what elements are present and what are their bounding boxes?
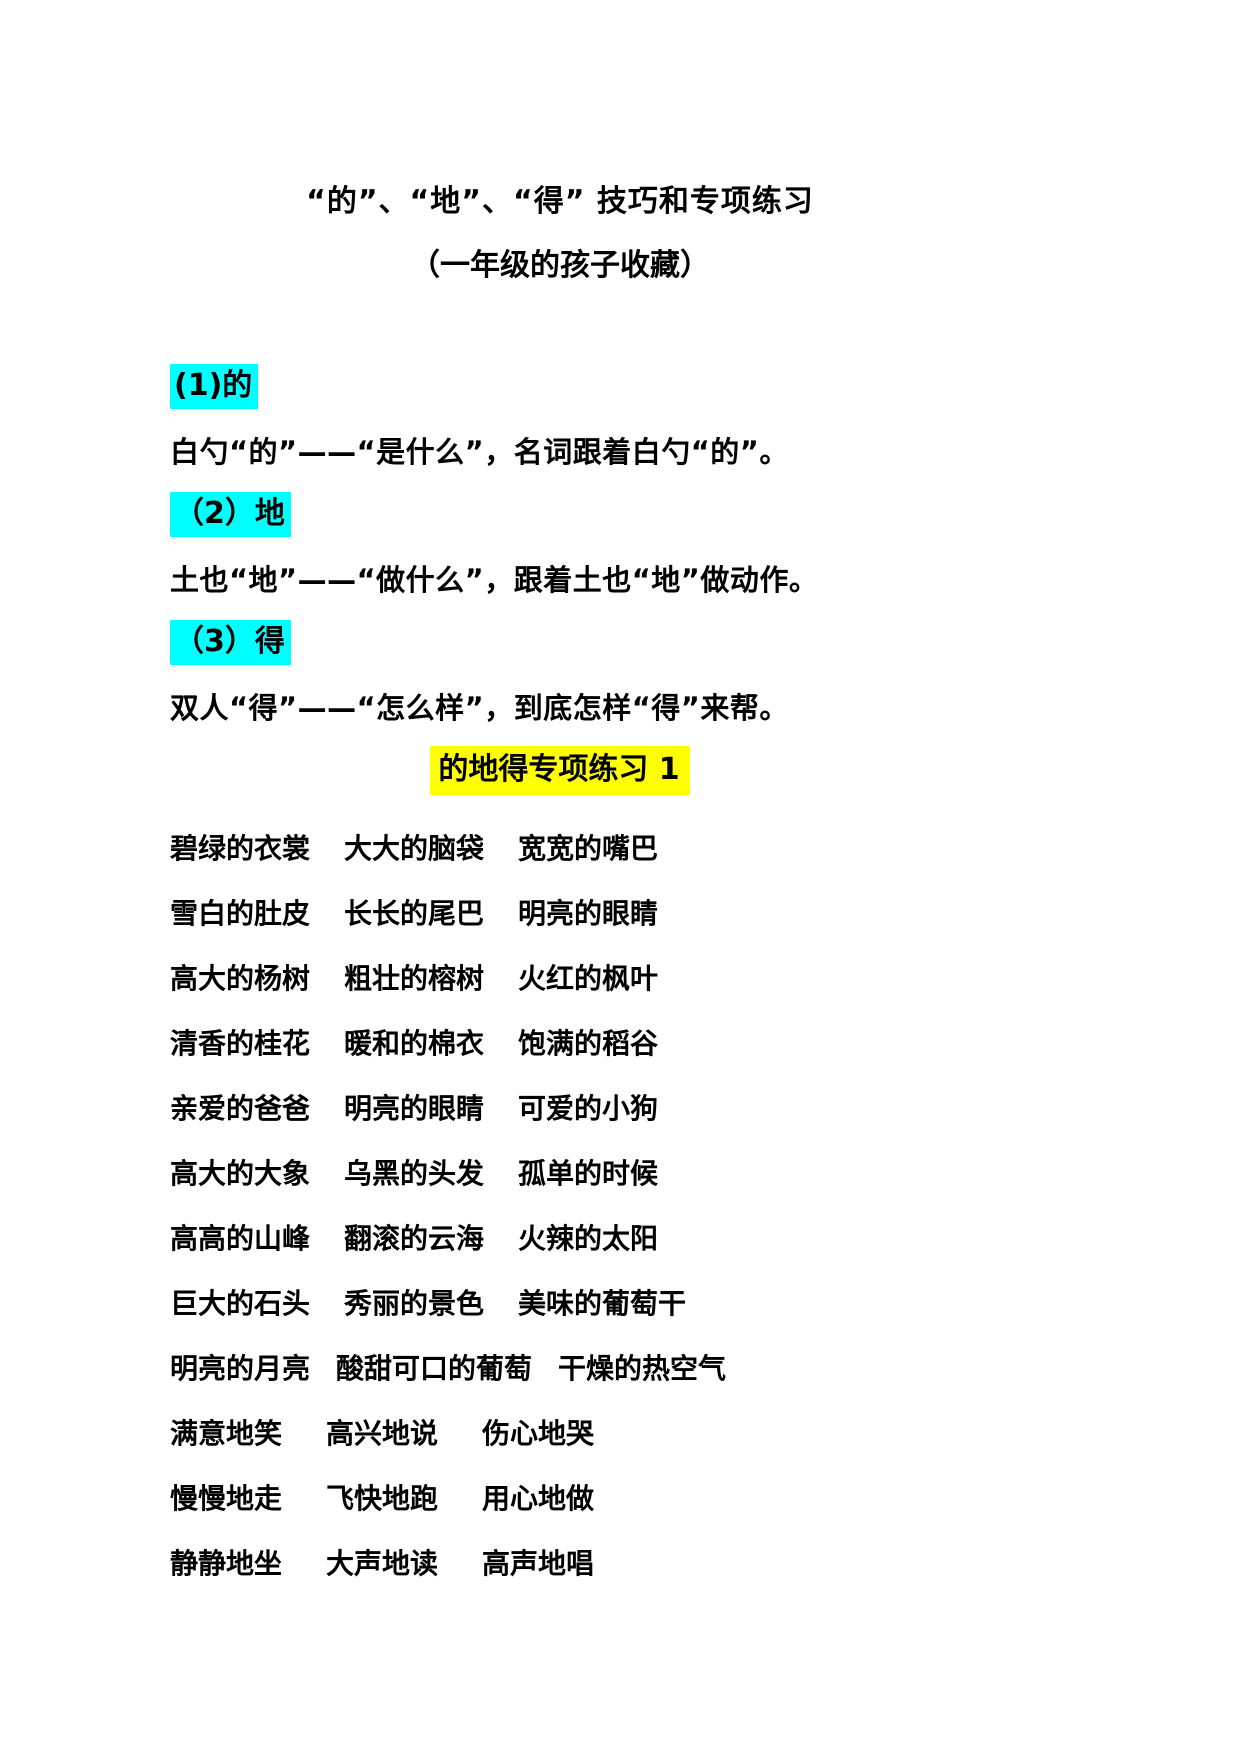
rule-heading-row: (1)的	[170, 354, 1120, 418]
practice-item: 高高的山峰	[170, 1221, 311, 1255]
practice-item: 慢慢地走	[170, 1481, 283, 1515]
page-title: “的”、“地”、“得” 技巧和专项练习	[306, 184, 814, 219]
practice-item: 清香的桂花	[170, 1026, 311, 1060]
practice-item: 明亮的眼睛	[344, 1091, 485, 1125]
practice-item: 高大的大象	[170, 1156, 311, 1190]
practice-item: 乌黑的头发	[344, 1156, 485, 1190]
page-content: “的”、“地”、“得” 技巧和专项练习 （一年级的孩子收藏） (1)的 白勺“的…	[170, 184, 1120, 1594]
practice-row: 满意地笑 高兴地说 伤心地哭	[170, 1399, 1120, 1464]
blank-line	[170, 294, 1120, 354]
rule-explanation-di: 土也“地”——“做什么”，跟着土也“地”做动作。	[170, 563, 819, 597]
practice-item: 美味的葡萄干	[518, 1286, 687, 1320]
practice-item: 碧绿的衣裳	[170, 831, 311, 865]
practice-row: 巨大的石头 秀丽的景色 美味的葡萄干	[170, 1269, 1120, 1334]
practice-item: 火辣的太阳	[518, 1221, 659, 1255]
practice-item: 孤单的时候	[518, 1156, 659, 1190]
rule-label-de: (1)的	[170, 363, 259, 409]
practice-item: 雪白的肚皮	[170, 896, 311, 930]
practice-row: 雪白的肚皮 长长的尾巴 明亮的眼睛	[170, 879, 1120, 944]
practice-row: 高大的杨树 粗壮的榕树 火红的枫叶	[170, 944, 1120, 1009]
practice-item: 粗壮的榕树	[344, 961, 485, 995]
rule-section-di: （2）地 土也“地”——“做什么”，跟着土也“地”做动作。	[170, 482, 1120, 610]
practice-item: 高大的杨树	[170, 961, 311, 995]
practice-item: 高兴地说	[326, 1416, 439, 1450]
practice-row: 碧绿的衣裳 大大的脑袋 宽宽的嘴巴	[170, 814, 1120, 879]
rule-explanation-dei: 双人“得”——“怎么样”，到底怎样“得”来帮。	[170, 691, 789, 725]
practice-item: 高声地唱	[482, 1546, 595, 1580]
rule-heading-row: （3）得	[170, 610, 1120, 674]
exercise-heading: 的地得专项练习 1	[430, 745, 690, 795]
exercise-heading-row: 的地得专项练习 1	[170, 738, 950, 802]
practice-item: 满意地笑	[170, 1416, 283, 1450]
practice-item: 明亮的月亮	[170, 1351, 311, 1385]
practice-item: 秀丽的景色	[344, 1286, 485, 1320]
practice-item: 飞快地跑	[326, 1481, 439, 1515]
practice-row: 清香的桂花 暖和的棉衣 饱满的稻谷	[170, 1009, 1120, 1074]
practice-item: 用心地做	[482, 1481, 595, 1515]
practice-row: 明亮的月亮 酸甜可口的葡萄 干燥的热空气	[170, 1334, 1120, 1399]
practice-item: 暖和的棉衣	[344, 1026, 485, 1060]
rule-label-dei: （3）得	[170, 619, 291, 665]
practice-item: 饱满的稻谷	[518, 1026, 659, 1060]
practice-item: 大大的脑袋	[344, 831, 485, 865]
practice-item: 亲爱的爸爸	[170, 1091, 311, 1125]
practice-row: 慢慢地走 飞快地跑 用心地做	[170, 1464, 1120, 1529]
practice-row: 亲爱的爸爸 明亮的眼睛 可爱的小狗	[170, 1074, 1120, 1139]
practice-item: 伤心地哭	[482, 1416, 595, 1450]
practice-item: 长长的尾巴	[344, 896, 485, 930]
practice-list: 碧绿的衣裳 大大的脑袋 宽宽的嘴巴 雪白的肚皮 长长的尾巴 明亮的眼睛 高大的杨…	[170, 814, 1120, 1594]
rule-heading-row: （2）地	[170, 482, 1120, 546]
practice-item: 翻滚的云海	[344, 1221, 485, 1255]
practice-row: 高大的大象 乌黑的头发 孤单的时候	[170, 1139, 1120, 1204]
rule-explanation-de: 白勺“的”——“是什么”，名词跟着白勺“的”。	[170, 435, 789, 469]
practice-item: 宽宽的嘴巴	[518, 831, 659, 865]
practice-row: 高高的山峰 翻滚的云海 火辣的太阳	[170, 1204, 1120, 1269]
rule-label-di: （2）地	[170, 491, 291, 537]
practice-row: 静静地坐 大声地读 高声地唱	[170, 1529, 1120, 1594]
practice-item: 干燥的热空气	[558, 1351, 727, 1385]
practice-item: 巨大的石头	[170, 1286, 311, 1320]
practice-item: 火红的枫叶	[518, 961, 659, 995]
practice-item: 静静地坐	[170, 1546, 283, 1580]
rule-section-dei: （3）得 双人“得”——“怎么样”，到底怎样“得”来帮。	[170, 610, 1120, 738]
practice-item: 酸甜可口的葡萄	[336, 1351, 533, 1385]
page-subtitle: （一年级的孩子收藏）	[410, 248, 710, 283]
rule-section-de: (1)的 白勺“的”——“是什么”，名词跟着白勺“的”。	[170, 354, 1120, 482]
practice-item: 大声地读	[326, 1546, 439, 1580]
practice-item: 明亮的眼睛	[518, 896, 659, 930]
practice-item: 可爱的小狗	[518, 1091, 659, 1125]
